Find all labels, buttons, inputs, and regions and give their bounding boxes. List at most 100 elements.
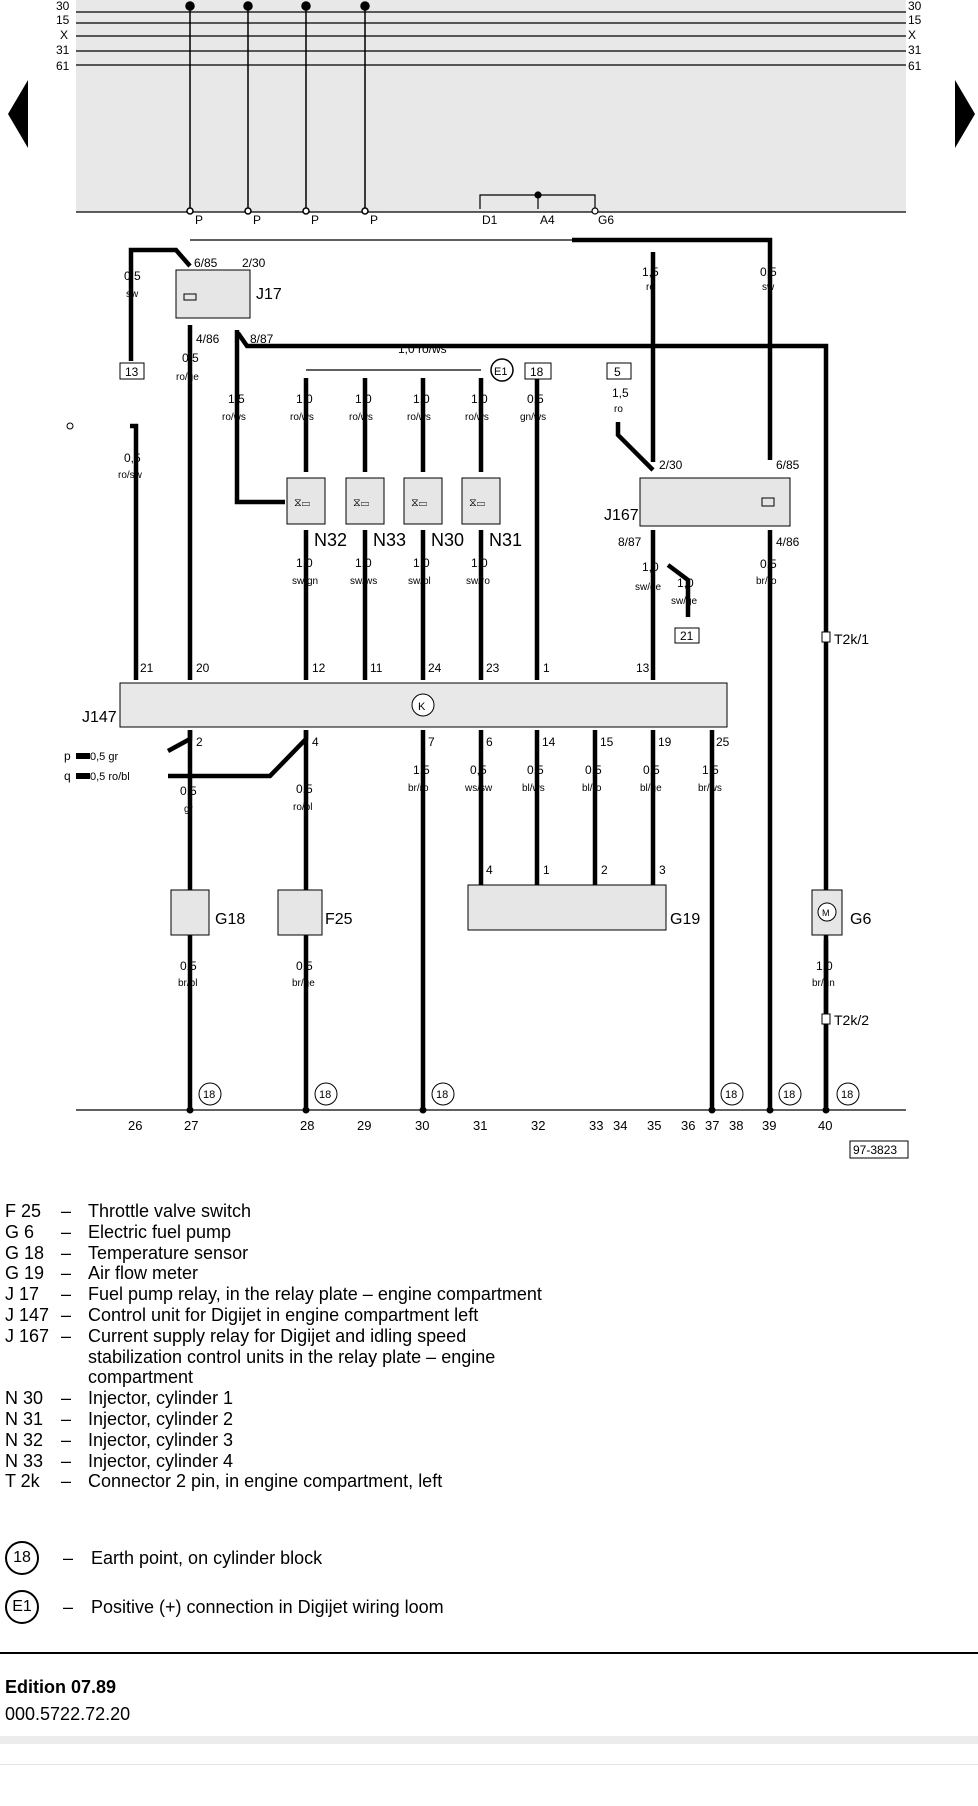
pin-label: 6 (486, 735, 493, 749)
track-number: 38 (729, 1118, 743, 1133)
a4-label: A4 (540, 213, 555, 227)
injectors (286, 477, 501, 525)
g6-label: G6 (598, 213, 614, 227)
track-number: 28 (300, 1118, 314, 1133)
legend-text: Earth point, on cylinder block (91, 1547, 323, 1568)
pin-label: 23 (486, 661, 500, 675)
legend-code: T 2k (5, 1471, 40, 1492)
earth-point: 18 (841, 1089, 853, 1101)
wire-color: br/bl (178, 978, 197, 989)
reference-number: 97-3823 (853, 1143, 897, 1157)
legend-text: Injector, cylinder 1 (88, 1388, 234, 1409)
wire-color: sw/bl (408, 576, 431, 587)
legend-text: Control unit for Digijet in engine compa… (88, 1304, 479, 1325)
connector-13: 13 (125, 365, 139, 379)
wire-color: sw/gn (292, 576, 318, 587)
g19-label: G19 (670, 911, 700, 928)
legend-text: Air flow meter (88, 1263, 199, 1284)
ground-dots (186, 1106, 830, 1114)
p-taps (185, 1, 370, 215)
legend-code: F 25 (5, 1201, 42, 1221)
legend-text: Positive (+) connection in Digijet wirin… (91, 1596, 444, 1617)
legend-text: Connector 2 pin, in engine compartment, … (88, 1471, 443, 1492)
wire-color: ws/sw (464, 783, 493, 794)
wire-color: ro/ws (407, 412, 431, 423)
wire-color: ro (646, 282, 655, 293)
wire-size: 1,5 (642, 265, 659, 279)
part-number: 000.5722.72.20 (5, 1704, 131, 1724)
wire-color: ro/ws (349, 412, 373, 423)
legend-code: J 17 (5, 1284, 40, 1305)
wire-color: ro/ws (290, 412, 314, 423)
pin-label: 2 (601, 863, 608, 877)
connector-21: 21 (680, 629, 694, 643)
wire-size: 1,0 (413, 392, 430, 406)
pin-label: 6/85 (776, 458, 800, 472)
legend-text: Temperature sensor (88, 1242, 249, 1263)
wire-size: 0,5 (760, 557, 777, 571)
pin-label: 4/86 (776, 535, 800, 549)
wire-size: 0,5 (643, 763, 660, 777)
legend-dash: – (61, 1304, 72, 1325)
legend-dash: – (63, 1596, 74, 1617)
t2k2-label: T2k/2 (834, 1012, 869, 1028)
j17-label: J17 (256, 286, 282, 303)
legend-code: G 19 (5, 1263, 45, 1284)
bus-label: 30 (56, 0, 70, 13)
svg-text:⧖▭: ⧖▭ (353, 497, 369, 509)
bus-labels-left: 30 15 X 31 61 (56, 0, 70, 73)
wire-color: ro/ws (222, 412, 246, 423)
legend-dash: – (61, 1284, 72, 1305)
page-bottom-bar (0, 1736, 978, 1744)
e1-connection: E1 (494, 366, 507, 378)
pin-label: 7 (428, 735, 435, 749)
wire-color: ro (614, 404, 623, 415)
wire-color: sw/ro (466, 576, 490, 587)
wire-size: 1,0 (296, 392, 313, 406)
earth-point: 18 (436, 1089, 448, 1101)
current-track-numbers: 26 27 28 29 30 31 32 33 34 35 36 37 38 3… (128, 1118, 832, 1133)
f25-label: F25 (325, 911, 353, 928)
legend-text: Fuel pump relay, in the relay plate – en… (88, 1284, 542, 1305)
legend-item: J 147–Control unit for Digijet in engine… (5, 1305, 965, 1326)
legend-text: Throttle valve switch (88, 1201, 252, 1221)
legend-code: N 30 (5, 1388, 44, 1409)
earth-point-symbol: 18 (5, 1541, 39, 1575)
pin-label: 2/30 (659, 458, 683, 472)
svg-text:K: K (418, 701, 426, 713)
track-number: 33 (589, 1118, 603, 1133)
bus-label: 30 (908, 0, 922, 13)
wire-size: 1,5 (228, 392, 245, 406)
wire-size: 1,5 (413, 763, 430, 777)
injector-n30: N30 (431, 530, 464, 550)
pin-label: 3 (659, 863, 666, 877)
p-label: P (195, 213, 203, 227)
pin-label: 8/87 (250, 332, 274, 346)
track-number: 27 (184, 1118, 198, 1133)
legend-dash: – (61, 1471, 72, 1492)
wire-color: ro/bl (293, 802, 312, 813)
legend-code: G 18 (5, 1242, 45, 1263)
legend-item: T 2k–Connector 2 pin, in engine compartm… (5, 1471, 965, 1492)
bus-label: 31 (908, 43, 922, 57)
wire-size: 1,0 (413, 556, 430, 570)
wire-color: gn/ws (520, 412, 546, 423)
legend-item: G 6–Electric fuel pump (5, 1222, 965, 1243)
previous-page-arrow-icon[interactable] (8, 80, 28, 148)
legend-dash: – (61, 1221, 72, 1242)
wire-size: 0,5 (182, 351, 199, 365)
j147-label: J147 (82, 709, 117, 726)
wiring-diagram: 30 15 X 31 61 30 15 X 31 61 P P P P D1 A… (56, 0, 922, 1159)
legend-text: Electric fuel pump (88, 1221, 232, 1242)
track-number: 37 (705, 1118, 719, 1133)
injector-n31: N31 (489, 530, 522, 550)
divider (0, 1652, 978, 1654)
wire-size: 1,0 (471, 392, 488, 406)
thick-wires (128, 237, 829, 1107)
pin-label: 4/86 (196, 332, 220, 346)
next-page-arrow-icon[interactable] (955, 80, 975, 148)
wire-size: 0,5 (180, 959, 197, 973)
legend-dash: – (61, 1429, 72, 1450)
legend-code: J 147 (5, 1304, 50, 1325)
connector-18: 18 (530, 365, 544, 379)
